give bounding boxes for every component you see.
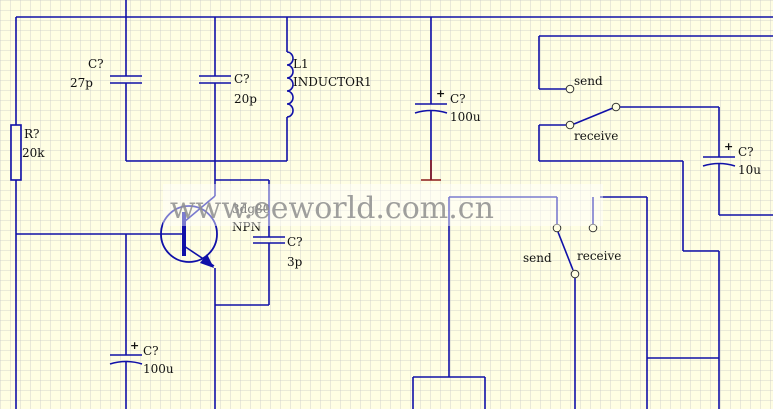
ground-symbol (421, 160, 441, 181)
c3-polarity-plus: + (436, 87, 445, 100)
sw2-send-label: send (523, 251, 552, 265)
c6-value: 10u (738, 163, 761, 177)
capacitor-c2: C? 20p (199, 17, 257, 196)
c4-ref: C? (287, 235, 303, 249)
r1-ref: R? (24, 127, 39, 141)
switch-sw2: send receive (523, 197, 621, 279)
inductor-l1: L1 INDUCTOR1 (286, 17, 372, 161)
resistor-r1: R? 20k (10, 124, 45, 181)
q1-value: NPN (232, 220, 261, 234)
sw1-send-label: send (574, 74, 603, 88)
c1-value: 27p (70, 76, 93, 90)
transistor-q1: 3dg80 NPN (16, 195, 270, 409)
c3-value: 100u (450, 110, 481, 124)
sw2-receive-label: receive (577, 249, 621, 263)
c2-value: 20p (234, 92, 257, 106)
c4-value: 3p (287, 255, 303, 269)
switch-sw1: send receive (538, 35, 773, 162)
q1-ref: 3dg80 (232, 202, 270, 216)
top-rail (15, 0, 773, 409)
sw1-receive-label: receive (574, 129, 618, 143)
c5-ref: C? (143, 344, 159, 358)
c3-ref: C? (450, 92, 466, 106)
r1-value: 20k (22, 146, 45, 160)
c5-value: 100u (143, 362, 174, 376)
l1-value: INDUCTOR1 (293, 75, 372, 89)
capacitor-c1: C? 27p (70, 17, 142, 161)
c6-polarity-plus: + (724, 140, 733, 153)
capacitor-c4: C? 3p (215, 179, 303, 306)
watermark: www.eeworld.com.cn (163, 184, 603, 226)
right-wiring (412, 161, 720, 409)
capacitor-c3: + C? 100u (414, 17, 481, 180)
c2-ref: C? (234, 72, 250, 86)
watermark-text: www.eeworld.com.cn (170, 191, 494, 226)
capacitor-c6: + C? 10u (702, 107, 773, 216)
capacitor-c5: + C? 100u (109, 234, 174, 409)
l1-ref: L1 (293, 57, 309, 71)
c5-polarity-plus: + (130, 339, 139, 352)
c1-ref: C? (88, 57, 104, 71)
c6-ref: C? (738, 145, 754, 159)
